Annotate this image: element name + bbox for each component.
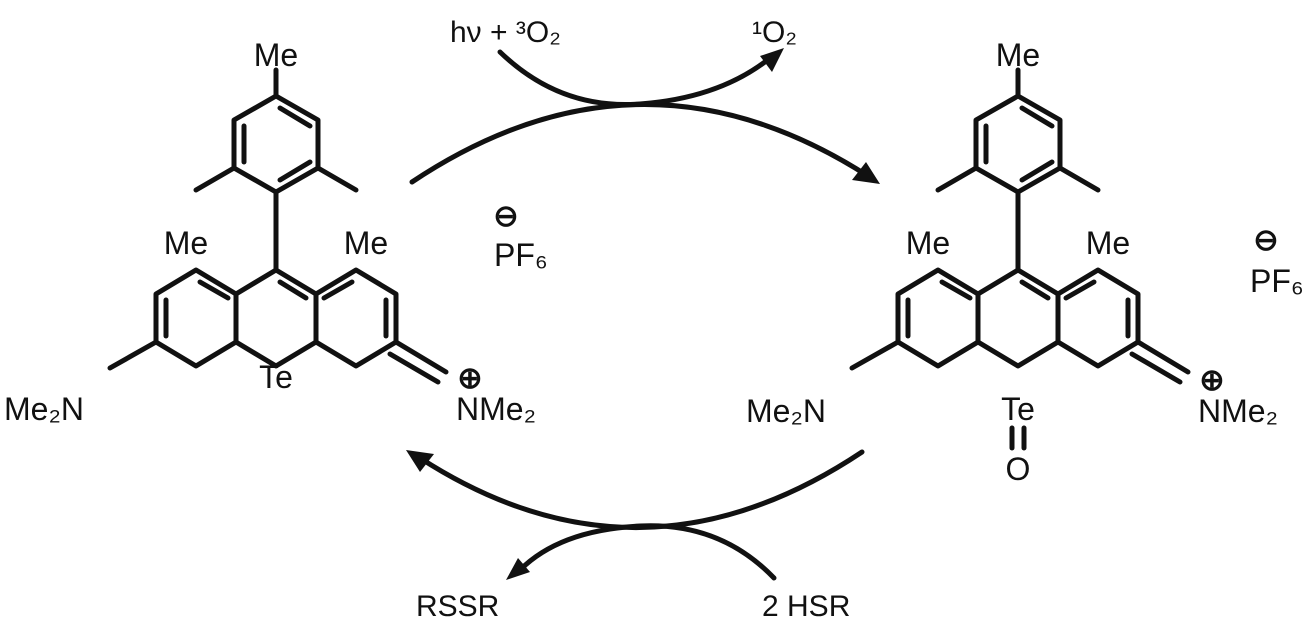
left-telluroxanthylium — [107, 67, 449, 385]
right-anion-charge: ⊖ — [1253, 224, 1278, 257]
left-cation-charge: ⊕ — [457, 362, 482, 395]
left-anion-charge: ⊖ — [493, 200, 518, 233]
right-oxide-oxygen: O — [1006, 451, 1031, 487]
right-cation-charge: ⊕ — [1199, 364, 1224, 397]
left-methyl-top: Me — [254, 37, 298, 73]
right-amine-left: Me₂N — [746, 393, 826, 429]
left-methyl-right: Me — [344, 225, 388, 261]
left-amine-right: NMe₂ — [456, 391, 536, 427]
bottom-product-label: RSSR — [416, 590, 499, 623]
right-methyl-left: Me — [906, 225, 950, 261]
right-methyl-top: Me — [996, 37, 1040, 73]
right-counterion: PF₆ — [1250, 263, 1304, 299]
bottom-reaction-arrow — [406, 449, 865, 581]
left-amine-left: Me₂N — [4, 391, 84, 427]
top-reaction-arrow — [409, 48, 880, 185]
top-reagent-label: hν + ³O₂ — [450, 16, 561, 49]
right-telluroxanthylium-oxide — [849, 67, 1191, 451]
left-counterion: PF₆ — [494, 237, 548, 273]
right-tellurium: Te — [1001, 391, 1035, 427]
right-methyl-right: Me — [1086, 225, 1130, 261]
bottom-reagent-label: 2 HSR — [762, 590, 850, 623]
top-product-label: ¹O₂ — [752, 16, 797, 49]
right-amine-right: NMe₂ — [1198, 393, 1278, 429]
left-methyl-left: Me — [164, 225, 208, 261]
left-tellurium: Te — [259, 359, 293, 395]
